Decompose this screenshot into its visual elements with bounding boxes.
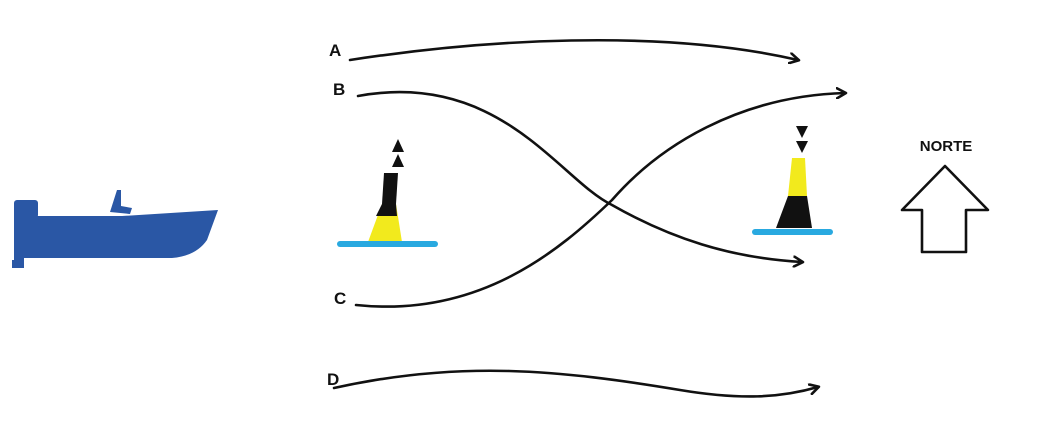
route-c-path (354, 93, 845, 308)
north-indicator: NORTE (900, 138, 990, 254)
west-cardinal-buoy-icon (337, 139, 438, 247)
route-b-path (356, 90, 802, 262)
east-cardinal-buoy-icon (752, 126, 833, 235)
route-a-path (348, 38, 798, 60)
route-label-b: B (333, 80, 345, 99)
route-label-c: C (334, 289, 346, 308)
route-label-d: D (327, 370, 339, 389)
route-paths (332, 38, 845, 398)
route-d-path (332, 369, 818, 398)
north-arrow-icon (900, 164, 990, 254)
route-label-a: A (329, 41, 341, 60)
north-label: NORTE (920, 138, 973, 155)
motorboat-icon (12, 190, 218, 268)
